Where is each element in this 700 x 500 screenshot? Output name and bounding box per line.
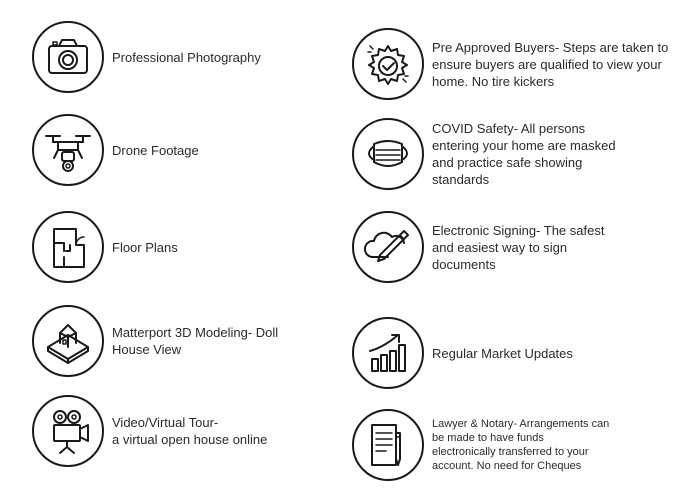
icon-circle <box>352 211 424 283</box>
cloud-pen-icon <box>363 230 409 262</box>
service-label: Regular Market Updates <box>432 345 573 361</box>
icon-circle <box>352 28 424 100</box>
service-item-electronic-signing: Electronic Signing- The safest and easie… <box>352 211 604 283</box>
icon-circle <box>352 118 424 190</box>
service-label: COVID Safety- All persons entering your … <box>432 121 616 187</box>
service-item-video-tour: Video/Virtual Tour- a virtual open house… <box>32 395 267 467</box>
service-item-lawyer-notary: Lawyer & Notary- Arrangements can be mad… <box>352 409 609 481</box>
service-item-floor-plans: Floor Plans <box>32 211 178 283</box>
service-item-matterport: Matterport 3D Modeling- Doll House View <box>32 305 278 377</box>
growth-chart-icon <box>369 334 406 372</box>
video-camera-icon <box>53 410 89 454</box>
icon-circle <box>32 21 104 93</box>
service-label: Matterport 3D Modeling- Doll House View <box>112 325 279 357</box>
service-label: Electronic Signing- The safest and easie… <box>432 222 605 272</box>
3d-model-house-icon <box>47 324 89 364</box>
floor-plan-icon <box>53 228 85 268</box>
camera-icon <box>48 39 88 74</box>
service-item-market-updates: Regular Market Updates <box>352 317 573 389</box>
gear-check-icon <box>367 45 409 85</box>
drone-icon <box>45 135 91 172</box>
icon-circle <box>32 211 104 283</box>
document-pen-icon <box>371 424 401 466</box>
service-label: Video/Virtual Tour- a virtual open house… <box>112 415 268 447</box>
face-mask-icon <box>368 140 408 167</box>
service-label: Pre Approved Buyers- Steps are taken to … <box>432 39 669 89</box>
service-label: Floor Plans <box>112 239 178 255</box>
service-item-pre-approved-buyers: Pre Approved Buyers- Steps are taken to … <box>352 28 668 100</box>
service-label: Professional Photography <box>112 49 261 65</box>
service-label: Drone Footage <box>112 142 199 158</box>
service-item-covid-safety: COVID Safety- All persons entering your … <box>352 118 616 190</box>
icon-circle <box>32 395 104 467</box>
service-label: Lawyer & Notary- Arrangements can be mad… <box>432 418 610 472</box>
service-item-drone: Drone Footage <box>32 114 199 186</box>
icon-circle <box>352 409 424 481</box>
icon-circle <box>352 317 424 389</box>
icon-circle <box>32 305 104 377</box>
icon-circle <box>32 114 104 186</box>
service-item-photography: Professional Photography <box>32 21 261 93</box>
